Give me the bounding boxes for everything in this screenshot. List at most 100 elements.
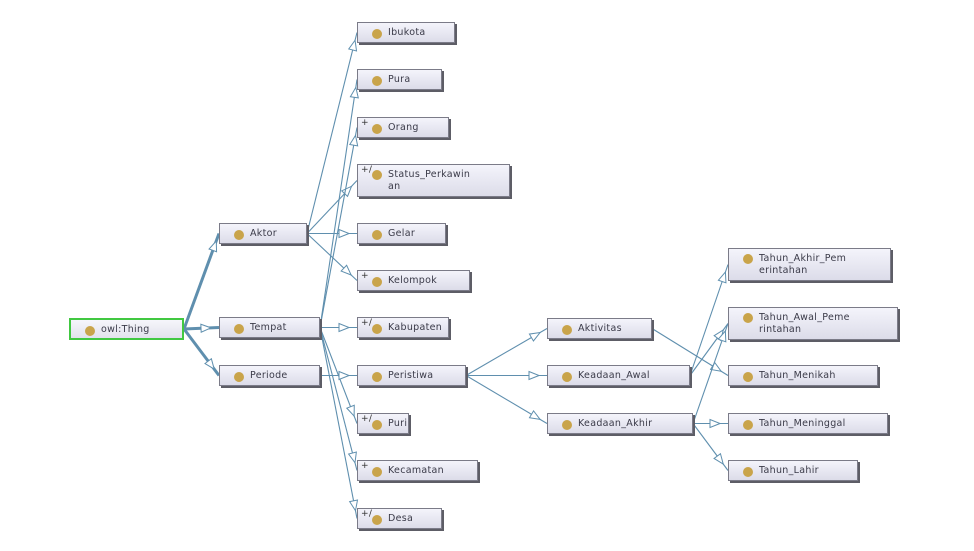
class-node-tahun-lahir[interactable]: Tahun_Lahir <box>728 460 858 481</box>
expand-toggle-icon[interactable]: +/ <box>361 414 373 424</box>
edge-arrowhead-icon <box>347 38 358 52</box>
class-node-label: Ibukota <box>388 27 426 38</box>
class-node-label: Keadaan_Awal <box>578 370 650 381</box>
edge-arrowhead-icon <box>709 418 722 429</box>
class-node-label: Tahun_Lahir <box>759 465 819 476</box>
class-node-kabupaten[interactable]: +/Kabupaten <box>357 317 449 338</box>
class-node-label: Tahun_Meninggal <box>759 418 846 429</box>
edge-arrowhead-icon <box>340 264 353 276</box>
class-circle-icon <box>372 324 382 334</box>
expand-toggle-icon[interactable]: +/ <box>361 165 373 175</box>
class-node-gelar[interactable]: Gelar <box>357 223 446 244</box>
edge-tempat-orang <box>319 127 358 328</box>
class-node-label: Tempat <box>250 322 287 333</box>
edge-keadaan_awal-tahun_akhir_pemerintahan <box>689 264 729 376</box>
class-circle-icon <box>743 254 753 264</box>
class-circle-icon <box>234 324 244 334</box>
edge-arrowhead-icon <box>338 228 351 239</box>
edge-arrowhead-icon <box>349 86 359 99</box>
class-node-periode[interactable]: Periode <box>219 365 320 386</box>
class-node-label: Aktivitas <box>578 323 622 334</box>
edge-aktor-ibukota <box>306 32 358 234</box>
class-node-label: Orang <box>388 122 419 133</box>
edge-arrowhead-icon <box>348 499 359 512</box>
class-circle-icon <box>372 277 382 287</box>
class-circle-icon <box>234 372 244 382</box>
class-circle-icon <box>372 230 382 240</box>
class-circle-icon <box>372 29 382 39</box>
class-node-label: Keadaan_Akhir <box>578 418 653 429</box>
class-node-owl-thing[interactable]: owl:Thing <box>69 318 184 340</box>
class-node-kelompok[interactable]: + Kelompok <box>357 270 470 291</box>
edge-arrowhead-icon <box>347 451 357 465</box>
class-node-pura[interactable]: Pura <box>357 69 442 90</box>
class-node-label: Gelar <box>388 228 416 239</box>
edge-arrowhead-icon <box>528 331 542 342</box>
class-node-label: Peristiwa <box>388 370 434 381</box>
edge-arrowhead-icon <box>717 329 727 343</box>
edge-arrowhead-icon <box>717 270 727 284</box>
edge-arrowhead-icon <box>348 134 359 147</box>
class-circle-icon <box>372 76 382 86</box>
class-circle-icon <box>372 124 382 134</box>
edge-arrowhead-icon <box>528 370 541 381</box>
class-node-tempat[interactable]: Tempat <box>219 317 320 338</box>
edge-arrowhead-icon <box>200 323 213 334</box>
expand-toggle-icon[interactable]: + <box>361 271 369 281</box>
class-node-label: Tahun_Akhir_Pem erintahan <box>759 253 847 276</box>
class-node-keadaan-awal[interactable]: Keadaan_Awal <box>547 365 690 386</box>
class-circle-icon <box>234 230 244 240</box>
class-circle-icon <box>372 515 382 525</box>
class-circle-icon <box>85 326 95 336</box>
class-node-tahun-menikah[interactable]: Tahun_Menikah <box>728 365 878 386</box>
class-circle-icon <box>372 420 382 430</box>
class-node-aktivitas[interactable]: Aktivitas <box>547 318 652 339</box>
class-node-label: Kelompok <box>388 275 438 286</box>
class-circle-icon <box>743 372 753 382</box>
edge-arrowhead-icon <box>345 404 355 418</box>
class-node-label: Tahun_Menikah <box>759 370 836 381</box>
class-node-aktor[interactable]: Aktor <box>219 223 307 244</box>
edge-tempat-pura <box>319 79 358 328</box>
class-node-puri[interactable]: +/ Puri <box>357 413 409 434</box>
expand-toggle-icon[interactable]: + <box>361 118 369 128</box>
edge-arrowhead-icon <box>338 322 351 333</box>
class-circle-icon <box>562 325 572 335</box>
edge-arrowhead-icon <box>338 370 351 381</box>
expand-toggle-icon[interactable]: +/ <box>361 509 373 519</box>
edge-arrowhead-icon <box>713 452 725 466</box>
class-node-status-perkawinan[interactable]: +/ Status_Perkawin an <box>357 164 510 197</box>
class-circle-icon <box>743 420 753 430</box>
edge-tempat-desa <box>319 327 358 519</box>
class-node-label: Pura <box>388 74 411 85</box>
expand-toggle-icon[interactable]: +/ <box>361 318 373 328</box>
class-node-label: Puri <box>388 418 408 429</box>
class-node-label: Desa <box>388 513 414 524</box>
class-node-tahun-awal-pemerintahan[interactable]: Tahun_Awal_Peme rintahan <box>728 307 898 340</box>
class-node-label: owl:Thing <box>101 323 150 335</box>
class-circle-icon <box>372 170 382 180</box>
class-node-label: Tahun_Awal_Peme rintahan <box>759 312 850 335</box>
class-circle-icon <box>562 420 572 430</box>
class-node-desa[interactable]: +/ Desa <box>357 508 442 529</box>
expand-toggle-icon[interactable]: + <box>361 461 369 471</box>
edge-arrowhead-icon <box>204 357 215 371</box>
class-circle-icon <box>562 372 572 382</box>
class-node-peristiwa[interactable]: Peristiwa <box>357 365 466 386</box>
class-node-ibukota[interactable]: Ibukota <box>357 22 455 43</box>
edge-tempat-kecamatan <box>319 327 358 471</box>
class-circle-icon <box>372 467 382 477</box>
class-node-label: Status_Perkawin an <box>388 169 471 192</box>
class-node-tahun-meninggal[interactable]: Tahun_Meninggal <box>728 413 888 434</box>
class-node-keadaan-akhir[interactable]: Keadaan_Akhir <box>547 413 693 434</box>
class-circle-icon <box>743 467 753 477</box>
class-node-tahun-akhir-pemerintahan[interactable]: Tahun_Akhir_Pem erintahan <box>728 248 891 281</box>
edge-arrowhead-icon <box>208 239 218 253</box>
class-node-label: Kecamatan <box>388 465 444 476</box>
class-node-kecamatan[interactable]: + Kecamatan <box>357 460 478 481</box>
class-node-label: Aktor <box>250 228 277 239</box>
class-circle-icon <box>743 313 753 323</box>
class-node-orang[interactable]: + Orang <box>357 117 449 138</box>
